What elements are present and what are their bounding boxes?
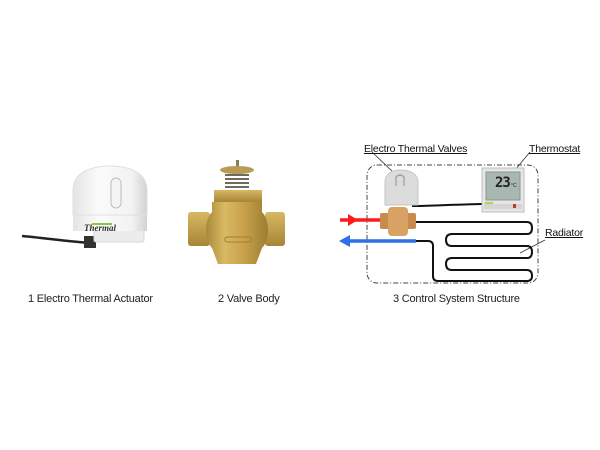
valve-port-right (265, 212, 285, 246)
label-thermostat: Thermostat (529, 143, 581, 155)
thermostat-screen (485, 171, 521, 201)
thermostat-leader (514, 151, 531, 171)
brand-accent (92, 223, 112, 225)
valve-stem (236, 160, 239, 168)
thermostat-temperature: 23 (495, 175, 511, 191)
thermostat-led (485, 202, 493, 204)
diagram-actuator-indicator (395, 174, 405, 186)
label-radiator: Radiator (545, 227, 584, 239)
valve-marking (224, 236, 252, 243)
valve-main-body (206, 202, 268, 264)
caption-actuator: 1 Electro Thermal Actuator (28, 293, 153, 305)
return-arrow-icon (339, 235, 350, 247)
diagram-valve-body (388, 207, 408, 236)
actuator-brand-text: Thermal (84, 223, 117, 233)
supply-arrow-icon (348, 214, 358, 226)
valves-leader (371, 151, 395, 174)
control-wire (411, 203, 483, 207)
position-indicator (110, 177, 122, 209)
cable-connector (84, 236, 96, 248)
valve-port-left (188, 212, 210, 246)
valve-spring (225, 174, 249, 188)
diagram-actuator (384, 169, 419, 206)
caption-control-system: 3 Control System Structure (393, 293, 520, 305)
caption-valve-body: 2 Valve Body (218, 293, 280, 305)
thermostat-buttons (484, 204, 522, 209)
valve-cap (220, 166, 254, 174)
radiator-pipe (415, 221, 534, 282)
label-electro-thermal-valves: Electro Thermal Valves (364, 143, 468, 155)
thermostat-unit: °C (511, 183, 517, 189)
valve-neck (214, 190, 262, 202)
thermostat-power-button[interactable] (513, 204, 516, 208)
radiator-leader (519, 239, 546, 254)
diagram-valve-port-right (406, 213, 416, 229)
actuator-dome (72, 165, 148, 216)
